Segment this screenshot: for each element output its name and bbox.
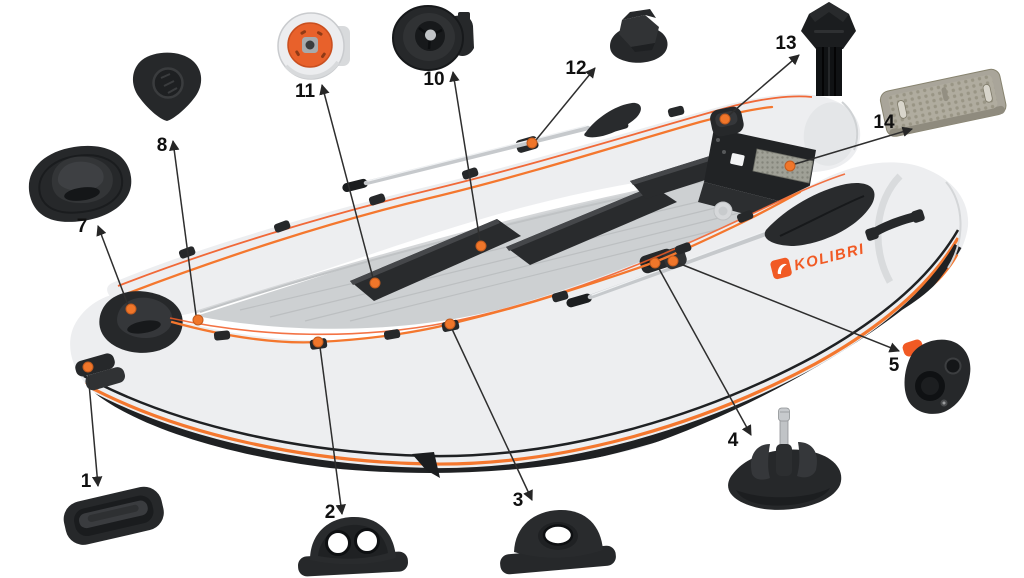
callout-number-11: 11 (294, 81, 316, 102)
part-12-oar-mount (610, 9, 668, 63)
part-7-bow-handle (28, 145, 132, 222)
bench-seats (350, 139, 780, 301)
arrow-4 (657, 266, 752, 436)
oar-far (342, 102, 641, 193)
oar-grip (566, 293, 592, 308)
arrow-13 (727, 54, 800, 117)
oar-blade (584, 102, 641, 138)
part-1-carry-handle (63, 486, 164, 545)
callout-number-13: 13 (775, 33, 797, 54)
callout-number-4: 4 (727, 430, 739, 451)
callout-number-14: 14 (873, 112, 895, 133)
part-13-keel-guard (801, 2, 856, 96)
arrow-5 (677, 262, 900, 353)
arrow-12 (535, 67, 596, 141)
arrow-8 (169, 139, 197, 316)
callout-number-2: 2 (324, 502, 336, 523)
arrow-10 (449, 70, 481, 242)
arrow-3 (451, 328, 533, 501)
callout-number-1: 1 (80, 471, 92, 492)
attachment-point-dots (82, 113, 796, 373)
bow-handle-on-boat (99, 291, 183, 353)
keel-fin (412, 452, 440, 478)
callout-number-3: 3 (512, 490, 524, 511)
arrow-1 (87, 371, 103, 488)
transom-label (730, 153, 745, 167)
part-4-oarlock-base (728, 407, 842, 510)
callout-number-10: 10 (423, 69, 445, 90)
callout-number-5: 5 (888, 355, 900, 376)
part-8-towing-ring-pad (132, 52, 202, 122)
transom-pad (752, 148, 814, 184)
stern-handle (865, 209, 925, 241)
inflatable-boat-illustration: KOLIBRI (70, 94, 969, 478)
callout-number-12: 12 (565, 58, 587, 79)
arrow-7 (96, 225, 129, 306)
part-5-oar-clamp (902, 339, 971, 414)
part-11-valve-orange (277, 12, 350, 80)
arrow-14 (794, 126, 914, 165)
gunwale-rope (169, 173, 846, 350)
oar-grip (342, 178, 368, 193)
part-2-double-eyelet (298, 516, 408, 577)
part-10-valve-black (392, 5, 474, 71)
seat-bow (350, 219, 521, 301)
callout-number-8: 8 (156, 135, 168, 156)
part-thumbnails (28, 2, 1007, 577)
part-3-single-eyelet (500, 509, 616, 575)
arrow-11 (319, 83, 374, 279)
arrow-2 (319, 346, 346, 516)
part-14-transom-plate (879, 68, 1007, 137)
callout-arrows (82, 54, 914, 516)
seat-middle (506, 186, 677, 265)
callout-number-7: 7 (76, 216, 88, 237)
